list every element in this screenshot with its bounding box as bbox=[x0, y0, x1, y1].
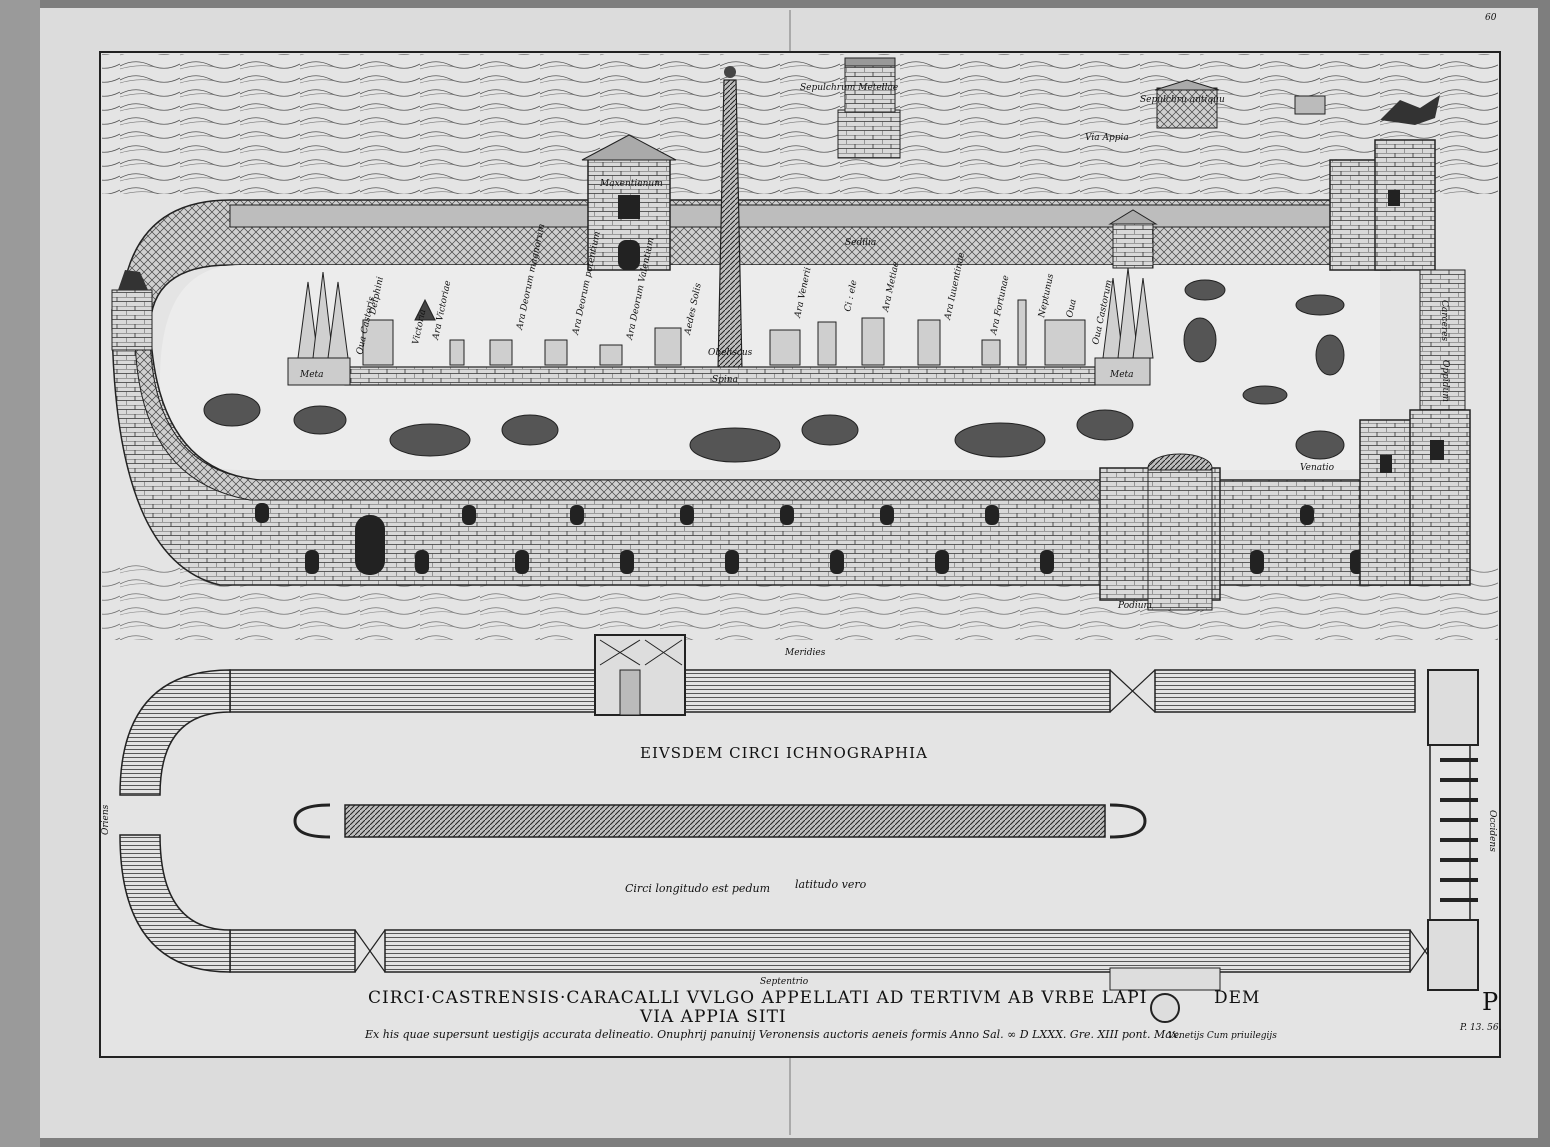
caption-line-1: CIRCI·CASTRENSIS·CARACALLI VVLGO APPELLA… bbox=[368, 988, 1147, 1008]
spina-monuments bbox=[362, 298, 1086, 366]
label-carceres: Carceres bbox=[1439, 300, 1449, 342]
carceres-towers bbox=[1329, 139, 1471, 586]
label-septentrio: Septentrio bbox=[760, 977, 809, 987]
maxentianum-building bbox=[581, 134, 677, 271]
label-meta-left: Meta bbox=[299, 370, 324, 380]
caption-line-3: Ex his quae supersunt uestigijs accurata… bbox=[364, 1028, 1182, 1041]
caption-line-1-end: DEM bbox=[1214, 988, 1260, 1008]
caption-privilege: Venetijs Cum priuilegijs bbox=[1168, 1031, 1277, 1041]
venatio-scene bbox=[1183, 279, 1345, 460]
spina bbox=[287, 357, 1151, 386]
label-podium: Podium bbox=[1117, 601, 1152, 611]
tomb-of-metella bbox=[837, 57, 901, 159]
label-venatio: Venatio bbox=[1300, 463, 1335, 473]
label-meridies: Meridies bbox=[784, 648, 826, 658]
caption-line-2: VIA APPIA SITI bbox=[639, 1007, 787, 1027]
label-meta-right: Meta bbox=[1109, 370, 1134, 380]
label-oriens: Oriens bbox=[101, 804, 111, 835]
metae-cones bbox=[297, 267, 1154, 359]
page-number: 60 bbox=[1485, 13, 1497, 23]
plan-dimension-left: Circi longitudo est pedum bbox=[625, 882, 770, 895]
circus-plan bbox=[119, 634, 1479, 1023]
plan-dimension-right: latitudo vero bbox=[795, 878, 867, 891]
pulvinar-temple bbox=[1108, 209, 1158, 269]
label-oppidum: Oppidum bbox=[1440, 360, 1450, 402]
page-ref: P. 13. 56. bbox=[1459, 1023, 1502, 1033]
plan-title: EIVSDEM CIRCI ICHNOGRAPHIA bbox=[640, 744, 928, 762]
podium-tower bbox=[1099, 453, 1221, 611]
page-ref-mark: P bbox=[1482, 988, 1498, 1016]
label-maxentianum: Maxentianum bbox=[599, 179, 663, 189]
label-sepulchrum-antiquum: Sepulchru antiquu bbox=[1140, 95, 1225, 105]
ancient-tomb bbox=[1154, 79, 1326, 129]
chariot-racers bbox=[203, 393, 1134, 463]
label-occidens: Occidens bbox=[1487, 810, 1497, 852]
label-sedilia: Sedilia bbox=[845, 238, 876, 248]
landscape-hills bbox=[102, 54, 1498, 194]
label-obeliscus: Obeliscus bbox=[708, 348, 753, 358]
equestrian-statue bbox=[1380, 95, 1440, 125]
label-sepulchrum-metellae: Sepulchrum Metellae bbox=[800, 83, 898, 93]
label-via-appia: Via Appia bbox=[1085, 133, 1129, 143]
label-ova: Oua bbox=[1065, 298, 1079, 318]
label-spina: Spina bbox=[712, 375, 738, 385]
